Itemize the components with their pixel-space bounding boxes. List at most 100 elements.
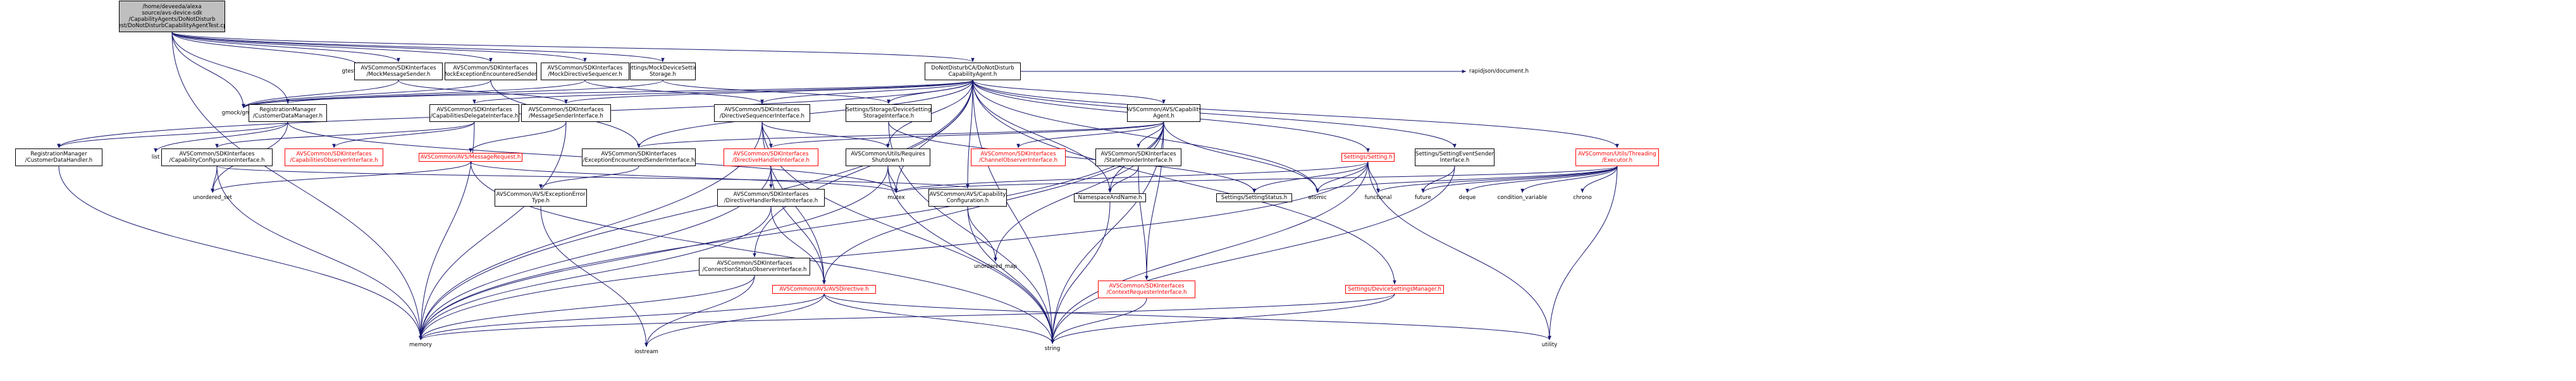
edge-dndca-to-dirseqif [760, 80, 973, 104]
edge-threadexec-to-future [1421, 166, 1618, 193]
edge-devsetmgr-to-memory [419, 293, 1395, 341]
edge-capdelegate-to-capconfigif [215, 121, 475, 148]
edge-capagent-to-excencsender [637, 121, 1164, 148]
edge-threadexec-to-functional [1376, 166, 1618, 193]
edge-capdelegate-to-capobsif [332, 121, 475, 148]
edge-settingh-to-atomic [1316, 161, 1369, 193]
edge-dndca-to-mutex [894, 80, 973, 193]
edge-stateprovif-to-namespacename [1108, 166, 1139, 193]
node-mock-directive-sequencer-h[interactable]: AVSCommon/SDKInterfaces /MockDirectiveSe… [541, 63, 629, 80]
node-state-provider-interface-h[interactable]: AVSCommon/SDKInterfaces /StateProviderIn… [1095, 148, 1181, 166]
node-capabilities-observer-interface-h[interactable]: AVSCommon/SDKInterfaces /CapabilitiesObs… [285, 148, 383, 166]
edge-root-to-gtest [171, 32, 361, 67]
edge-capagent-to-chanobsif [1016, 121, 1164, 148]
edge-dndca-to-threadexec [972, 80, 1619, 148]
node-channel-observer-interface-h[interactable]: AVSCommon/SDKInterfaces /ChannelObserver… [971, 148, 1066, 166]
node-functional: functional [1364, 195, 1392, 201]
edge-threadexec-to-atomic [1316, 166, 1618, 193]
node-mock-exception-encountered-sender-h[interactable]: AVSCommon/SDKInterfaces /MockExceptionEn… [445, 63, 537, 80]
node-connection-status-observer-interface-h[interactable]: AVSCommon/SDKInterfaces /ConnectionStatu… [699, 258, 810, 275]
edge-threadexec-to-deque [1465, 166, 1618, 193]
node-setting-status-h[interactable]: Settings/SettingStatus.h [1216, 193, 1292, 202]
edge-connstatusobs-to-iostream [644, 275, 755, 348]
node-unordered-set: unordered_set [193, 195, 232, 201]
edge-stateprovif-to-ctxrequester [1138, 166, 1149, 281]
edge-root-to-gmock [171, 32, 245, 109]
edge-threadexec-to-mutex [894, 166, 1618, 193]
edge-root-to-dndca [171, 32, 975, 63]
node-donotdisturb-capability-agent-h[interactable]: DoNotDisturbCA/DoNotDisturb CapabilityAg… [925, 63, 1021, 80]
edge-dirseqif-to-requiresshutdown [761, 121, 890, 148]
edge-dndca-to-seteventsender [972, 80, 1457, 148]
edge-settingh-to-settingstatus [1252, 161, 1369, 193]
node-atomic: atomic [1308, 195, 1327, 201]
edge-mockdirseq-to-gmock [242, 80, 586, 109]
edge-regmgrdm-to-list [154, 121, 288, 153]
edge-dndca-to-capconfig [966, 80, 973, 189]
edge-msgsenderif-to-memory [419, 121, 567, 341]
edge-mockmsgsender-to-gmock [242, 80, 399, 109]
node-customer-data-manager-h[interactable]: RegistrationManager /CustomerDataManager… [249, 104, 327, 122]
edge-regmgrdm-to-regmgrdh [57, 121, 288, 148]
node-gmock-h: gmock/gmock.h [221, 110, 266, 116]
node-context-requester-interface-h[interactable]: AVSCommon/SDKInterfaces /ContextRequeste… [1098, 281, 1195, 298]
edge-namespacename-to-string [1051, 202, 1111, 344]
node-device-setting-storage-interface-h[interactable]: Settings/Storage/DeviceSetting StorageIn… [846, 104, 932, 122]
edge-excencsender-to-excerrtype [539, 166, 639, 189]
node-mock-message-sender-h[interactable]: AVSCommon/SDKInterfaces /MockMessageSend… [354, 63, 443, 80]
node-mutex: mutex [887, 195, 905, 201]
node-customer-data-handler-h[interactable]: RegistrationManager /CustomerDataHandler… [15, 148, 102, 166]
edge-devsetmgr-to-string [1051, 293, 1395, 344]
node-capabilities-delegate-interface-h[interactable]: AVSCommon/SDKInterfaces /CapabilitiesDel… [429, 104, 519, 122]
edge-requiresshutdown-to-memory [419, 166, 889, 341]
node-requires-shutdown-h[interactable]: AVSCommon/Utils/Requires Shutdown.h [846, 148, 930, 166]
node-directive-handler-result-interface-h[interactable]: AVSCommon/SDKInterfaces /DirectiveHandle… [717, 189, 825, 207]
node-message-sender-interface-h[interactable]: AVSCommon/SDKInterfaces /MessageSenderIn… [521, 104, 611, 122]
edge-requiresshutdown-to-string [887, 166, 1054, 344]
node-threading-executor-h[interactable]: AVSCommon/Utils/Threading /Executor.h [1575, 148, 1659, 166]
node-directive-handler-interface-h[interactable]: AVSCommon/SDKInterfaces /DirectiveHandle… [724, 148, 818, 166]
node-message-request-h[interactable]: AVSCommon/AVS/MessageRequest.h [419, 153, 522, 162]
edge-avsdirective-to-utility [823, 293, 1551, 341]
node-exception-encountered-sender-interface-h[interactable]: AVSCommon/SDKInterfaces /ExceptionEncoun… [582, 148, 696, 166]
edge-dndca-to-regmgrdm [286, 80, 973, 104]
node-iostream: iostream [634, 349, 658, 355]
node-rapidjson-document-h: rapidjson/document.h [1469, 68, 1529, 75]
node-exception-error-type-h[interactable]: AVSCommon/AVS/ExceptionError Type.h [495, 189, 587, 207]
node-directive-sequencer-interface-h[interactable]: AVSCommon/SDKInterfaces /DirectiveSequen… [714, 104, 810, 122]
edge-settingh-to-string [1051, 161, 1369, 344]
edge-mockmsgsender-to-msgsenderif [398, 80, 568, 104]
edge-dndca-to-devsetmgr [972, 80, 1396, 285]
edge-settingh-to-memory [419, 161, 1369, 341]
edge-capagent-to-unordered_map [994, 121, 1164, 262]
edge-capagent-to-dirhandlerif [769, 121, 1164, 148]
node-string: string [1044, 346, 1061, 352]
edge-dndca-to-string [972, 80, 1054, 344]
edge-regmgrdh-to-memory [58, 166, 422, 341]
edge-dndca-to-capagent [972, 80, 1166, 104]
edge-settingh-to-mutex [894, 161, 1369, 193]
edge-threadexec-to-utility [1548, 166, 1618, 341]
edge-msgrequest-to-unordered_set [211, 161, 471, 193]
edge-dirhandlerif-to-avsdirective [770, 166, 826, 285]
node-capability-agent-h[interactable]: AVSCommon/AVS/Capability Agent.h [1127, 104, 1200, 122]
edge-root-to-mocksetting [171, 32, 665, 63]
edge-dndca-to-msgsenderif [564, 80, 973, 104]
edge-capconfig-to-unordered_map [967, 206, 997, 262]
edge-root-to-mockexc [171, 32, 493, 63]
node-settings-setting-h[interactable]: Settings/Setting.h [1341, 153, 1395, 162]
edge-seteventsender-to-string [1051, 166, 1455, 344]
node-setting-event-sender-interface-h[interactable]: Settings/SettingEventSender Interface.h [1415, 148, 1494, 166]
node-capability-configuration-interface-h[interactable]: AVSCommon/SDKInterfaces /CapabilityConfi… [161, 148, 273, 166]
edge-mockexc-to-gmock [242, 80, 491, 109]
node-namespace-and-name-h[interactable]: NamespaceAndName.h [1074, 193, 1146, 202]
edge-threadexec-to-condvar [1520, 166, 1618, 193]
edge-connstatusobs-to-memory [419, 275, 755, 341]
node-capability-configuration-h[interactable]: AVSCommon/AVS/Capability Configuration.h [928, 189, 1007, 207]
node-avs-directive-h[interactable]: AVSCommon/AVS/AVSDirective.h [772, 285, 876, 294]
node-deque: deque [1458, 195, 1476, 201]
node-mock-device-setting-storage-h[interactable]: Settings/MockDeviceSetting Storage.h [630, 63, 696, 80]
node-device-settings-manager-h[interactable]: Settings/DeviceSettingsManager.h [1345, 285, 1444, 294]
edge-mocksetting-to-gmock [242, 80, 663, 109]
